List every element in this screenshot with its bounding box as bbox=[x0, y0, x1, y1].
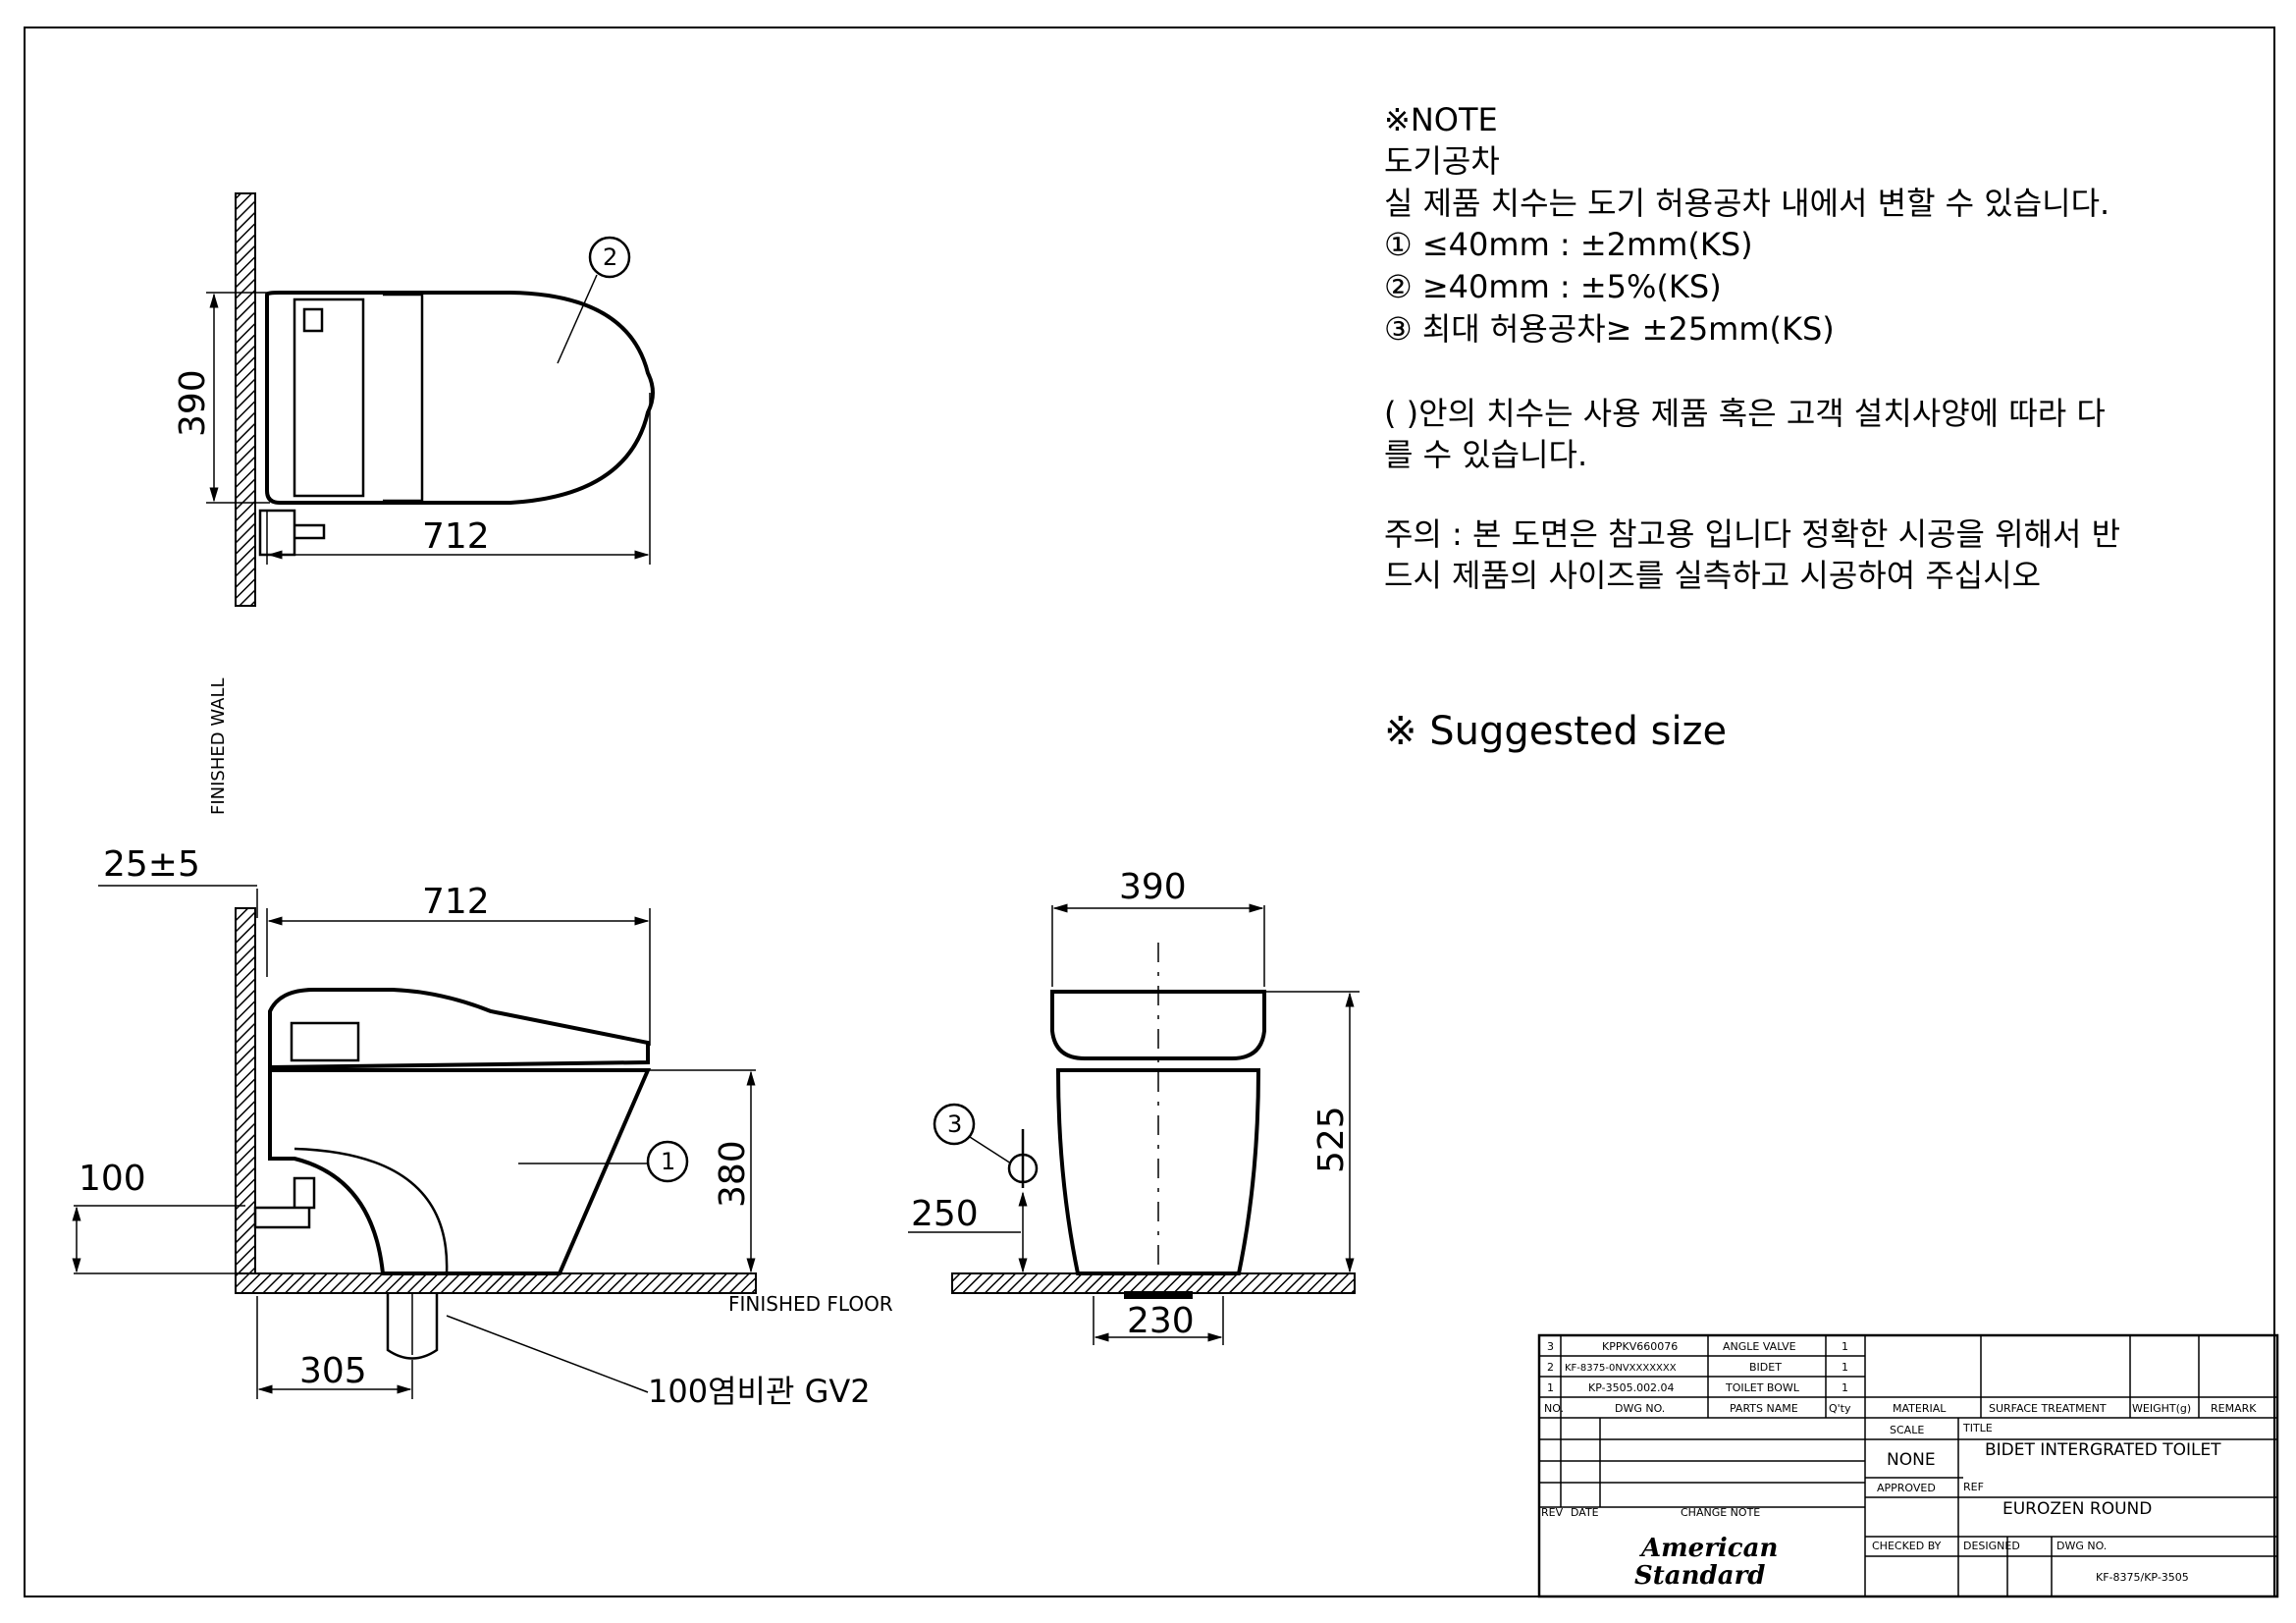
finished-floor-label: FINISHED FLOOR bbox=[728, 1292, 893, 1316]
part-3-name: ANGLE VALVE bbox=[1723, 1340, 1796, 1353]
part-2-qty: 1 bbox=[1842, 1361, 1848, 1374]
hdr-qty: Q'ty bbox=[1829, 1402, 1851, 1415]
hdr-surface: SURFACE TREATMENT bbox=[1989, 1402, 2107, 1415]
part-3-dwg: KPPKV660076 bbox=[1602, 1340, 1678, 1353]
floor-hatch-front bbox=[951, 1272, 1356, 1294]
side-bowl-height-dim: 380 bbox=[713, 1140, 753, 1208]
side-offset-dim: 25±5 bbox=[103, 844, 200, 885]
sheet-border bbox=[24, 27, 2275, 1597]
note-tolerance-2: ② ≥40mm : ±5%(KS) bbox=[1384, 268, 1722, 305]
hdr-weight: WEIGHT(g) bbox=[2132, 1402, 2191, 1415]
side-view: 25±5 712 100 380 305 1 100염비관 GV2 FINISH… bbox=[72, 844, 893, 1410]
scale-label: SCALE bbox=[1890, 1424, 1924, 1436]
part-1-no: 1 bbox=[1547, 1381, 1554, 1394]
side-bidet-window bbox=[290, 1021, 360, 1062]
hdr-dwg: DWG NO. bbox=[1615, 1402, 1665, 1415]
front-seat bbox=[1050, 990, 1266, 1060]
side-drain-dim: 305 bbox=[299, 1351, 367, 1391]
dwg-no-label: DWG NO. bbox=[2056, 1540, 2107, 1552]
hdr-remark: REMARK bbox=[2211, 1402, 2257, 1415]
part-1-qty: 1 bbox=[1842, 1381, 1848, 1394]
part-3-qty: 1 bbox=[1842, 1340, 1848, 1353]
top-control-panel bbox=[293, 293, 424, 503]
side-valve bbox=[253, 1176, 316, 1229]
note-line1: 실 제품 치수는 도기 허용공차 내에서 변할 수 있습니다. bbox=[1384, 185, 2109, 222]
part-1-dwg: KP-3505.002.04 bbox=[1588, 1381, 1675, 1394]
side-bowl-trap bbox=[294, 1147, 449, 1274]
wall-hatch-side bbox=[235, 907, 256, 1294]
floor-hatch-side bbox=[235, 1272, 757, 1294]
part-2-dwg: KF-8375-0NVXXXXXXX bbox=[1565, 1363, 1677, 1374]
note-para1-line1: ( )안의 치수는 사용 제품 혹은 고객 설치사양에 따라 다 bbox=[1384, 395, 2106, 432]
note-heading: ※NOTE bbox=[1384, 101, 1498, 138]
ref-value: EUROZEN ROUND bbox=[2002, 1499, 2152, 1519]
title-block: 3 KPPKV660076 ANGLE VALVE 1 2 KF-8375-0N… bbox=[1537, 1333, 2279, 1598]
top-seat-outline bbox=[265, 291, 655, 505]
callout-3-circle bbox=[933, 1103, 976, 1146]
top-length-dim: 712 bbox=[422, 516, 490, 557]
part-2-name: BIDET bbox=[1749, 1361, 1782, 1374]
callout-3: 3 bbox=[947, 1110, 962, 1138]
rev-label: REV bbox=[1541, 1506, 1564, 1519]
front-valve bbox=[1007, 1129, 1039, 1188]
approved-label: APPROVED bbox=[1877, 1482, 1936, 1494]
front-base-feet bbox=[1124, 1291, 1193, 1299]
logo-line2: Standard bbox=[1634, 1561, 1765, 1591]
front-width-dim: 390 bbox=[1119, 867, 1187, 907]
hdr-name: PARTS NAME bbox=[1730, 1402, 1798, 1415]
front-body bbox=[1055, 1068, 1261, 1275]
wall-hatch-top bbox=[235, 192, 256, 607]
logo-line1: American bbox=[1638, 1534, 1778, 1563]
note-tolerance-3: ③ 최대 허용공차≥ ±25mm(KS) bbox=[1384, 310, 1835, 348]
ref-label: REF bbox=[1963, 1481, 1984, 1493]
scale-value: NONE bbox=[1887, 1450, 1936, 1470]
american-standard-logo: American Standard bbox=[1634, 1534, 1778, 1591]
dwg-no-value: KF-8375/KP-3505 bbox=[2096, 1571, 2189, 1584]
side-inlet-height-dim: 100 bbox=[79, 1159, 146, 1199]
front-valve-height-dim: 250 bbox=[911, 1194, 979, 1234]
side-bidet-seat bbox=[268, 988, 650, 1070]
designed-label: DESIGNED bbox=[1963, 1540, 2020, 1552]
part-2-no: 2 bbox=[1547, 1361, 1554, 1374]
side-drain-pipe bbox=[386, 1293, 439, 1360]
callout-2-circle bbox=[588, 236, 631, 279]
front-base-dim: 230 bbox=[1127, 1301, 1195, 1341]
notes-block: ※NOTE 도기공차 실 제품 치수는 도기 허용공차 내에서 변할 수 있습니… bbox=[1384, 101, 2120, 754]
top-view: 390 712 2 FINISHED WALL bbox=[173, 192, 655, 815]
hdr-no: NO. bbox=[1544, 1402, 1564, 1415]
checked-by-label: CHECKED BY bbox=[1872, 1540, 1942, 1552]
side-pipe-label: 100염비관 GV2 bbox=[648, 1373, 871, 1410]
title-value: BIDET INTERGRATED TOILET bbox=[1985, 1440, 2221, 1460]
callout-1-circle bbox=[646, 1140, 689, 1183]
side-bowl bbox=[268, 1068, 652, 1275]
top-width-dim: 390 bbox=[173, 369, 213, 437]
callout-1: 1 bbox=[661, 1148, 675, 1175]
callout-2: 2 bbox=[603, 243, 617, 271]
note-para2-line2: 드시 제품의 사이즈를 실측하고 시공하여 주십시오 bbox=[1384, 557, 2041, 594]
finished-wall-label: FINISHED WALL bbox=[208, 677, 229, 815]
front-height-dim: 525 bbox=[1311, 1106, 1352, 1173]
part-3-no: 3 bbox=[1547, 1340, 1554, 1353]
note-suggested-size: ※ Suggested size bbox=[1384, 709, 1727, 754]
date-label: DATE bbox=[1571, 1506, 1599, 1519]
change-note-label: CHANGE NOTE bbox=[1681, 1506, 1760, 1519]
top-button bbox=[302, 307, 324, 333]
top-valve bbox=[258, 509, 326, 557]
note-para1-line2: 를 수 있습니다. bbox=[1384, 436, 1587, 473]
part-1-name: TOILET BOWL bbox=[1725, 1381, 1800, 1394]
note-tolerance-1: ① ≤40mm : ±2mm(KS) bbox=[1384, 226, 1753, 263]
hdr-material: MATERIAL bbox=[1893, 1402, 1947, 1415]
note-subheading: 도기공차 bbox=[1384, 142, 1500, 180]
title-label: TITLE bbox=[1962, 1422, 1993, 1434]
side-length-dim: 712 bbox=[422, 882, 490, 922]
front-view: 390 525 250 230 3 bbox=[908, 867, 1360, 1345]
note-para2-line1: 주의 : 본 도면은 참고용 입니다 정확한 시공을 위해서 반 bbox=[1384, 515, 2120, 553]
